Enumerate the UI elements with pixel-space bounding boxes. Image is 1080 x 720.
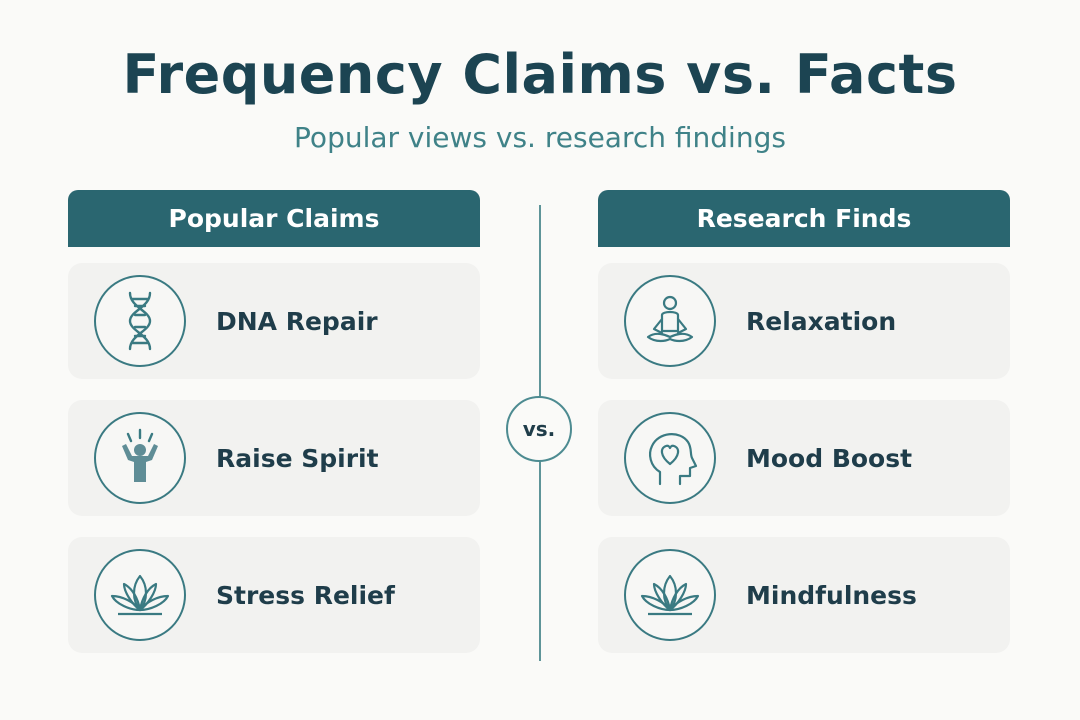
popular-claims-header: Popular Claims (68, 190, 480, 247)
finding-card-mood-boost: Mood Boost (598, 400, 1010, 516)
head-with-heart-icon (624, 412, 716, 504)
claim-label: Stress Relief (216, 580, 395, 610)
page-title: Frequency Claims vs. Facts (122, 43, 958, 106)
lotus-icon (624, 549, 716, 641)
claim-label: DNA Repair (216, 306, 378, 336)
finding-card-mindfulness: Mindfulness (598, 537, 1010, 653)
finding-label: Mindfulness (746, 580, 917, 610)
vs-badge: vs. (506, 396, 572, 462)
person-raising-arms-icon (94, 412, 186, 504)
meditating-person-icon (624, 275, 716, 367)
claim-card-stress-relief: Stress Relief (68, 537, 480, 653)
finding-label: Mood Boost (746, 443, 913, 473)
finding-card-relaxation: Relaxation (598, 263, 1010, 379)
claim-card-dna-repair: DNA Repair (68, 263, 480, 379)
lotus-icon (94, 549, 186, 641)
research-finds-header: Research Finds (598, 190, 1010, 247)
dna-helix-icon (94, 275, 186, 367)
page-subtitle: Popular views vs. research findings (294, 121, 786, 154)
finding-label: Relaxation (746, 306, 897, 336)
claim-card-raise-spirit: Raise Spirit (68, 400, 480, 516)
claim-label: Raise Spirit (216, 443, 379, 473)
